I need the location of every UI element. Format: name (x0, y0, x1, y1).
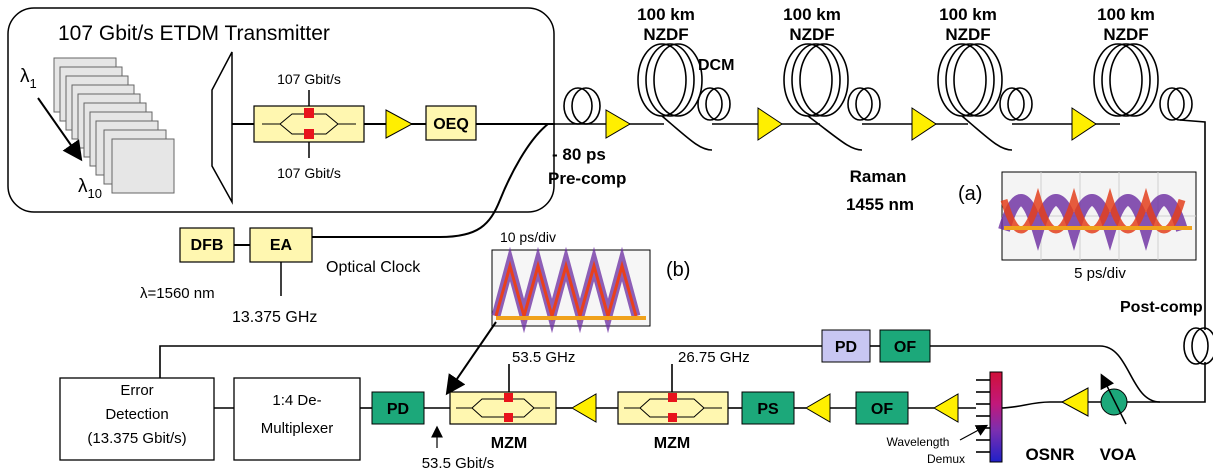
mzm-right-label: MZM (654, 435, 690, 452)
of-bottom-label: OF (871, 401, 893, 418)
mzm-left-label: MZM (491, 435, 527, 452)
demux-line-2: Multiplexer (261, 420, 334, 437)
span-4-fiber: NZDF (1103, 25, 1148, 44)
voa-attenuator (1100, 388, 1128, 416)
of-box-top (879, 329, 931, 363)
wl-demux-line-2: Demux (927, 452, 965, 466)
span-1-length: 100 km (637, 5, 695, 24)
pd-box-top (821, 329, 871, 363)
eye-a-scale: 5 ps/div (1074, 265, 1126, 282)
span-2-fiber: NZDF (789, 25, 834, 44)
raman-wavelength: 1455 nm (846, 195, 914, 214)
transmission-line (548, 43, 1213, 403)
rx-amplifier-2 (805, 393, 831, 423)
eye-a-tag: (a) (958, 183, 982, 205)
laser-array (53, 57, 175, 194)
postcomp-label: Post-comp (1120, 299, 1203, 316)
eye-b-pointer (445, 321, 497, 396)
span-3-length: 100 km (939, 5, 997, 24)
eye-b-scale: 10 ps/div (500, 229, 556, 245)
clock-frequency: 13.375 GHz (232, 309, 317, 326)
of-top-label: OF (894, 339, 916, 356)
tx-modulator (253, 90, 365, 158)
dcm-label: DCM (698, 57, 734, 74)
error-detection-line-1: Error (120, 382, 153, 399)
oeq-label: OEQ (433, 116, 469, 133)
tx-rate-bottom: 107 Gbit/s (277, 165, 341, 181)
tx-amplifier (385, 109, 414, 139)
rx-amplifier-1 (571, 393, 597, 423)
error-detection-line-2: Detection (105, 406, 168, 423)
precomp-label: Pre-comp (548, 169, 626, 188)
receiver-lines (159, 345, 1161, 453)
span-3-fiber: NZDF (945, 25, 990, 44)
lambda-arrow (37, 97, 83, 162)
demux-box (233, 377, 361, 461)
span-4-length: 100 km (1097, 5, 1155, 24)
span-2-length: 100 km (783, 5, 841, 24)
freq-53-label: 53.5 GHz (512, 349, 575, 366)
ea-label: EA (270, 237, 293, 254)
inline-amplifier-2 (911, 107, 937, 141)
pd-left-label: PD (387, 401, 409, 418)
lambda-1-label: λ1 (20, 66, 37, 91)
wavelength-demux-bar (989, 371, 1003, 463)
span-1-fiber: NZDF (643, 25, 688, 44)
preamplifier (1060, 387, 1089, 417)
pd-top-label: PD (835, 339, 857, 356)
transmitter-title: 107 Gbit/s ETDM Transmitter (58, 22, 330, 45)
dfb-label: DFB (191, 237, 224, 254)
demux-line-1: 1:4 De- (272, 392, 321, 409)
dfb-box (179, 227, 235, 263)
optical-clock-label: Optical Clock (326, 259, 421, 276)
freq-26-label: 26.75 GHz (678, 349, 750, 366)
ps-box (741, 391, 795, 425)
booster-amplifier (605, 109, 631, 139)
error-detection-line-3: (13.375 Gbit/s) (87, 430, 186, 447)
ea-box (249, 227, 313, 263)
pd-box-left (371, 391, 425, 425)
inline-amplifier-1 (757, 107, 783, 141)
lambda-10-label: λ10 (78, 176, 102, 201)
rx-amplifier-3 (933, 393, 959, 423)
error-detection-box (59, 377, 215, 461)
ps-label: PS (757, 401, 779, 418)
eye-diagram-a (998, 171, 1197, 261)
voa-label: VOA (1100, 445, 1137, 464)
of-box-bottom (855, 391, 909, 425)
eye-diagram-b (491, 246, 651, 334)
tx-rate-top: 107 Gbit/s (277, 71, 341, 87)
rate-53-label: 53.5 Gbit/s (422, 455, 495, 472)
osnr-label: OSNR (1025, 445, 1074, 464)
clock-fiber (344, 123, 549, 238)
wl-demux-line-1: Wavelength (887, 435, 950, 449)
inline-amplifier-3 (1071, 107, 1097, 141)
eye-b-tag: (b) (666, 259, 690, 281)
mzm-right (617, 391, 729, 425)
raman-label: Raman (850, 167, 907, 186)
dfb-wavelength: λ=1560 nm (140, 285, 215, 302)
wdm-multiplexer (211, 51, 233, 205)
oeq-box (425, 105, 477, 141)
precomp-value: - 80 ps (552, 145, 606, 164)
mzm-left (449, 391, 557, 425)
